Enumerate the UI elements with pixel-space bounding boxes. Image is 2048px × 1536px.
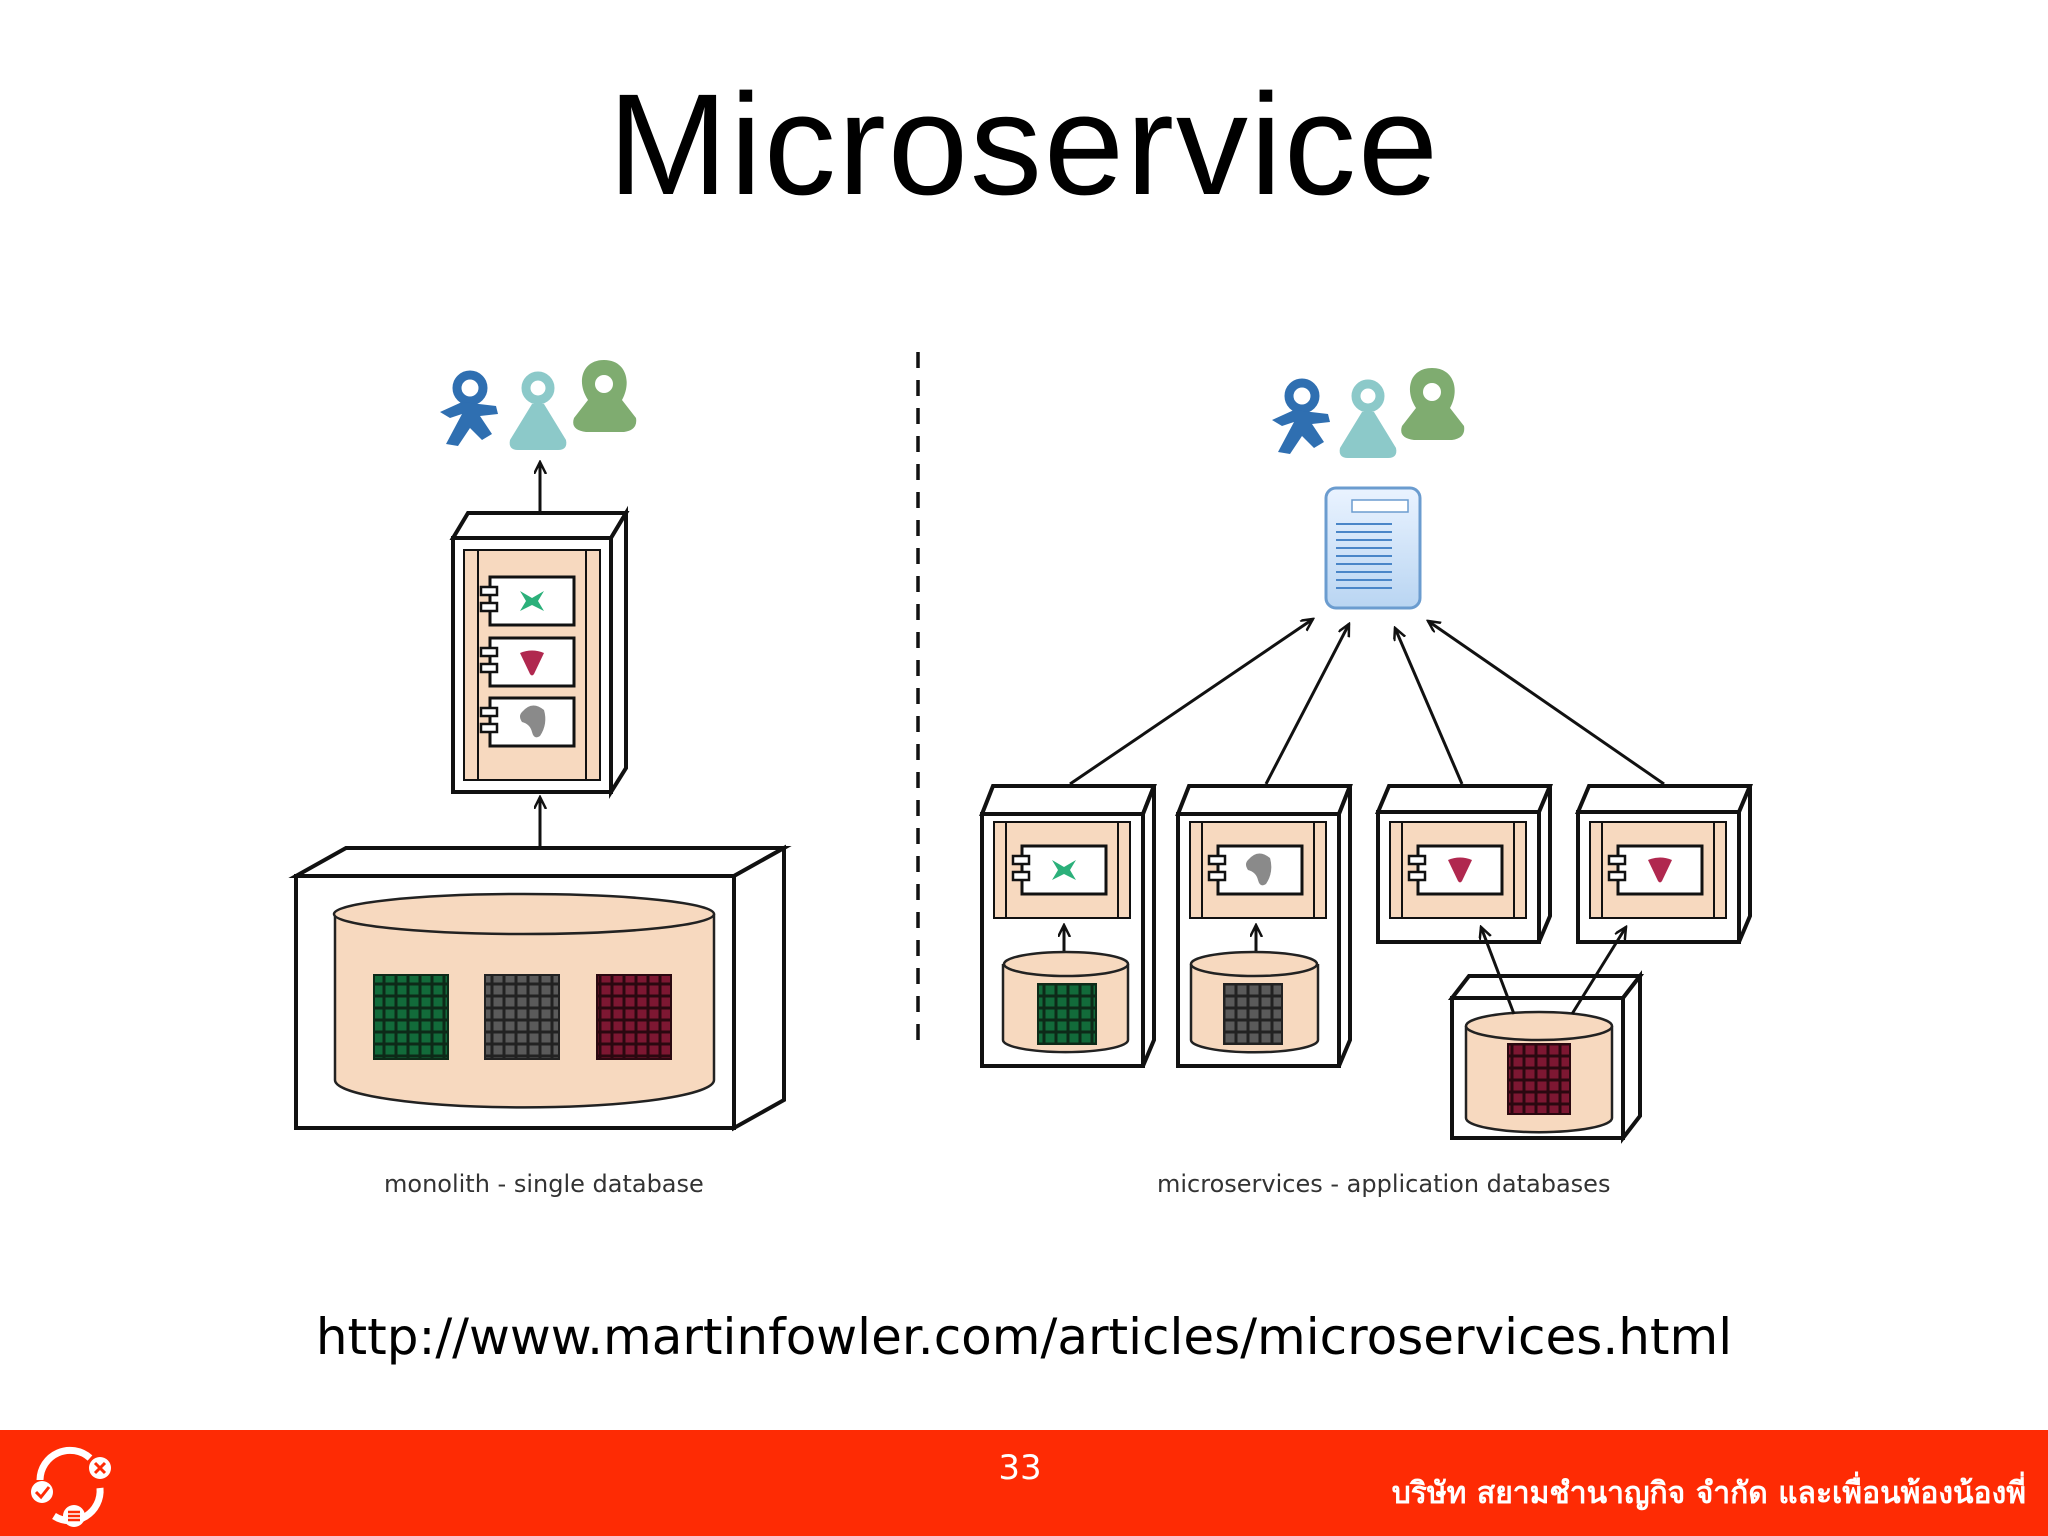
microservice-heart-a xyxy=(1374,784,1554,944)
microservice-users-icons xyxy=(1272,368,1465,458)
arrow-service2-to-ui xyxy=(1264,624,1351,785)
arrow-db-to-heart-a xyxy=(1481,927,1516,1015)
arrow-service3-to-ui xyxy=(1395,628,1464,785)
user-blue-icon xyxy=(1272,378,1330,454)
monolith-users-icons xyxy=(440,360,637,450)
user-green-icon xyxy=(1401,368,1465,440)
blob-shape-icon xyxy=(520,705,546,738)
shared-database-maroon xyxy=(1447,927,1645,1144)
microservice-x-with-db xyxy=(979,784,1157,1068)
monolith-database-server xyxy=(288,844,792,1132)
user-teal-icon xyxy=(509,371,567,450)
heart-shape-icon xyxy=(1648,857,1672,883)
x-shape-icon xyxy=(1052,860,1076,880)
microservice-heart-b xyxy=(1574,784,1754,944)
component-x xyxy=(479,575,576,627)
microservice-blob-with-db xyxy=(1175,784,1353,1068)
microservices-caption: microservices - application databases xyxy=(1157,1170,1611,1198)
footer-bar xyxy=(0,1430,2048,1536)
source-url[interactable]: http://www.martinfowler.com/articles/mic… xyxy=(315,1308,1733,1366)
user-green-icon xyxy=(573,360,637,432)
component-blob xyxy=(479,696,576,748)
data-grid-green xyxy=(373,974,449,1060)
component-heart xyxy=(479,636,576,688)
data-grid-maroon xyxy=(596,974,672,1060)
monolith-caption: monolith - single database xyxy=(384,1170,704,1198)
page-number: 33 xyxy=(998,1448,1042,1488)
blob-shape-icon xyxy=(1246,853,1272,886)
company-name: บริษัท สยามชำนาญกิจ จำกัด และเพื่อนพ้องน… xyxy=(1391,1476,2026,1511)
data-grid-gray xyxy=(484,974,560,1060)
data-grid-gray xyxy=(1223,983,1283,1045)
data-grid-green xyxy=(1037,983,1097,1045)
recycle-arrows-logo-icon xyxy=(31,1446,111,1527)
heart-shape-icon xyxy=(520,650,544,676)
architecture-diagram xyxy=(288,352,1754,1144)
arrow-db-to-heart-b xyxy=(1570,927,1626,1015)
user-blue-icon xyxy=(440,370,498,446)
x-shape-icon xyxy=(520,591,544,611)
monolith-app-server xyxy=(449,505,630,799)
user-teal-icon xyxy=(1339,379,1397,458)
arrow-service1-to-ui xyxy=(1069,619,1313,786)
heart-shape-icon xyxy=(1448,857,1472,883)
slide-title: Microservice xyxy=(607,64,1441,225)
arrow-service4-to-ui xyxy=(1428,621,1665,786)
document-ui-icon xyxy=(1324,486,1422,610)
data-grid-maroon xyxy=(1507,1043,1571,1115)
